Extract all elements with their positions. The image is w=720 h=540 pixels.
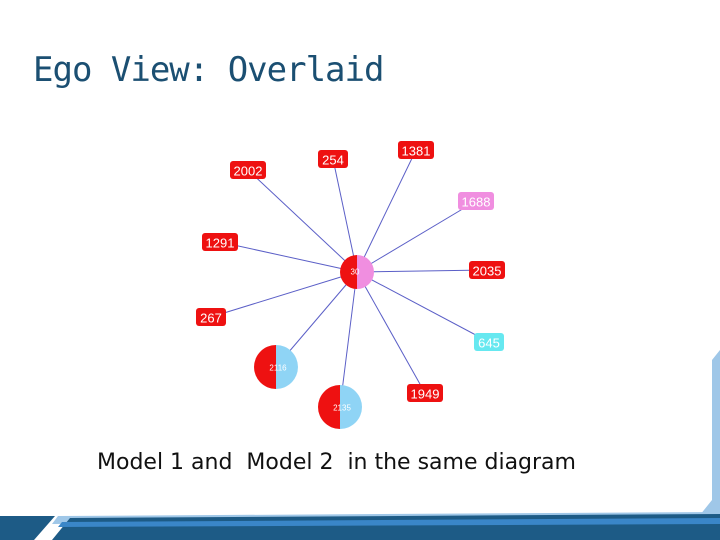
node-645[interactable]: 645 bbox=[474, 333, 504, 351]
edge-2035 bbox=[356, 269, 488, 273]
center-label: 30 bbox=[351, 268, 360, 277]
node-1381[interactable]: 1381 bbox=[398, 141, 434, 159]
node-left-half bbox=[254, 345, 276, 389]
edge-1949 bbox=[356, 271, 426, 394]
node-label: 2035 bbox=[473, 264, 502, 279]
nodes-layer: 2002 254 1381 1688 1291 2035 267 645 2116 1949 213… bbox=[196, 141, 505, 429]
slide-title: Ego View: Overlaid bbox=[33, 50, 384, 90]
edge-267 bbox=[210, 271, 358, 318]
edge-645 bbox=[356, 271, 490, 343]
node-box bbox=[196, 308, 226, 326]
node-label: 2116 bbox=[269, 364, 287, 373]
edge-1291 bbox=[219, 241, 358, 273]
edge-2135 bbox=[339, 271, 358, 408]
node-label: 254 bbox=[322, 153, 344, 168]
edges-layer bbox=[210, 149, 490, 408]
node-label: 267 bbox=[200, 311, 222, 326]
node-label: 1291 bbox=[206, 236, 235, 251]
node-2035[interactable]: 2035 bbox=[469, 261, 505, 279]
node-label: 2135 bbox=[333, 404, 351, 413]
node-label: 1688 bbox=[462, 195, 491, 210]
node-box bbox=[398, 141, 434, 159]
center-node: 30 bbox=[340, 255, 374, 289]
node-right-half bbox=[276, 345, 298, 389]
slide-caption: Model 1 and Model 2 in the same diagram bbox=[97, 450, 576, 475]
node-box bbox=[318, 150, 348, 168]
node-label: 1381 bbox=[402, 144, 431, 159]
node-2002[interactable]: 2002 bbox=[230, 161, 266, 179]
node-267[interactable]: 267 bbox=[196, 308, 226, 326]
node-left-half bbox=[318, 385, 340, 429]
edge-1381 bbox=[356, 149, 417, 273]
node-254[interactable]: 254 bbox=[318, 150, 348, 168]
node-box bbox=[474, 333, 504, 351]
edge-254 bbox=[332, 158, 358, 273]
node-right-half bbox=[340, 385, 362, 429]
node-2116[interactable]: 2116 bbox=[254, 345, 298, 389]
node-box bbox=[469, 261, 505, 279]
edge-2002 bbox=[247, 169, 358, 273]
edge-1688 bbox=[356, 200, 477, 273]
node-2135[interactable]: 2135 bbox=[318, 385, 362, 429]
node-label: 645 bbox=[478, 336, 500, 351]
node-1291[interactable]: 1291 bbox=[202, 233, 238, 251]
center-left-half bbox=[340, 255, 357, 289]
node-box bbox=[458, 192, 494, 210]
node-box bbox=[407, 384, 443, 402]
node-1688[interactable]: 1688 bbox=[458, 192, 494, 210]
center-right-half bbox=[357, 255, 374, 289]
node-1949[interactable]: 1949 bbox=[407, 384, 443, 402]
node-box bbox=[202, 233, 238, 251]
node-label: 1949 bbox=[411, 387, 440, 402]
node-box bbox=[230, 161, 266, 179]
node-label: 2002 bbox=[234, 164, 263, 179]
